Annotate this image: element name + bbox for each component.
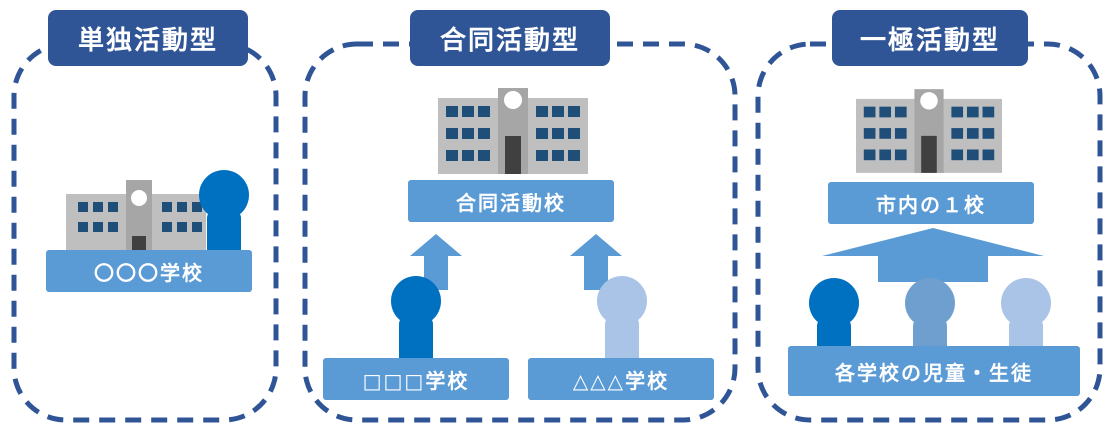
school-label-a: □□□学校 (323, 358, 509, 400)
joint-school-label: 合同活動校 (408, 180, 614, 222)
central-school-label: 市内の１校 (828, 182, 1034, 224)
up-arrow-icon (822, 228, 1044, 282)
person-icon (388, 276, 444, 366)
up-arrow-icon (570, 234, 622, 290)
person-icon (594, 276, 650, 366)
students-label: 各学校の児童・生徒 (788, 346, 1080, 396)
up-arrow-icon (410, 234, 462, 290)
school-building-icon (438, 88, 588, 174)
panel-title-single: 単独活動型 (48, 10, 248, 66)
panel-title-central: 一極活動型 (832, 10, 1028, 66)
school-building-icon (856, 89, 1002, 173)
school-building-icon (66, 180, 206, 260)
school-label-own: 〇〇〇学校 (46, 250, 252, 292)
person-icon (196, 170, 252, 260)
person-icon (998, 278, 1054, 364)
panel-title-joint: 合同活動型 (410, 10, 610, 66)
school-label-b: △△△学校 (528, 358, 714, 400)
